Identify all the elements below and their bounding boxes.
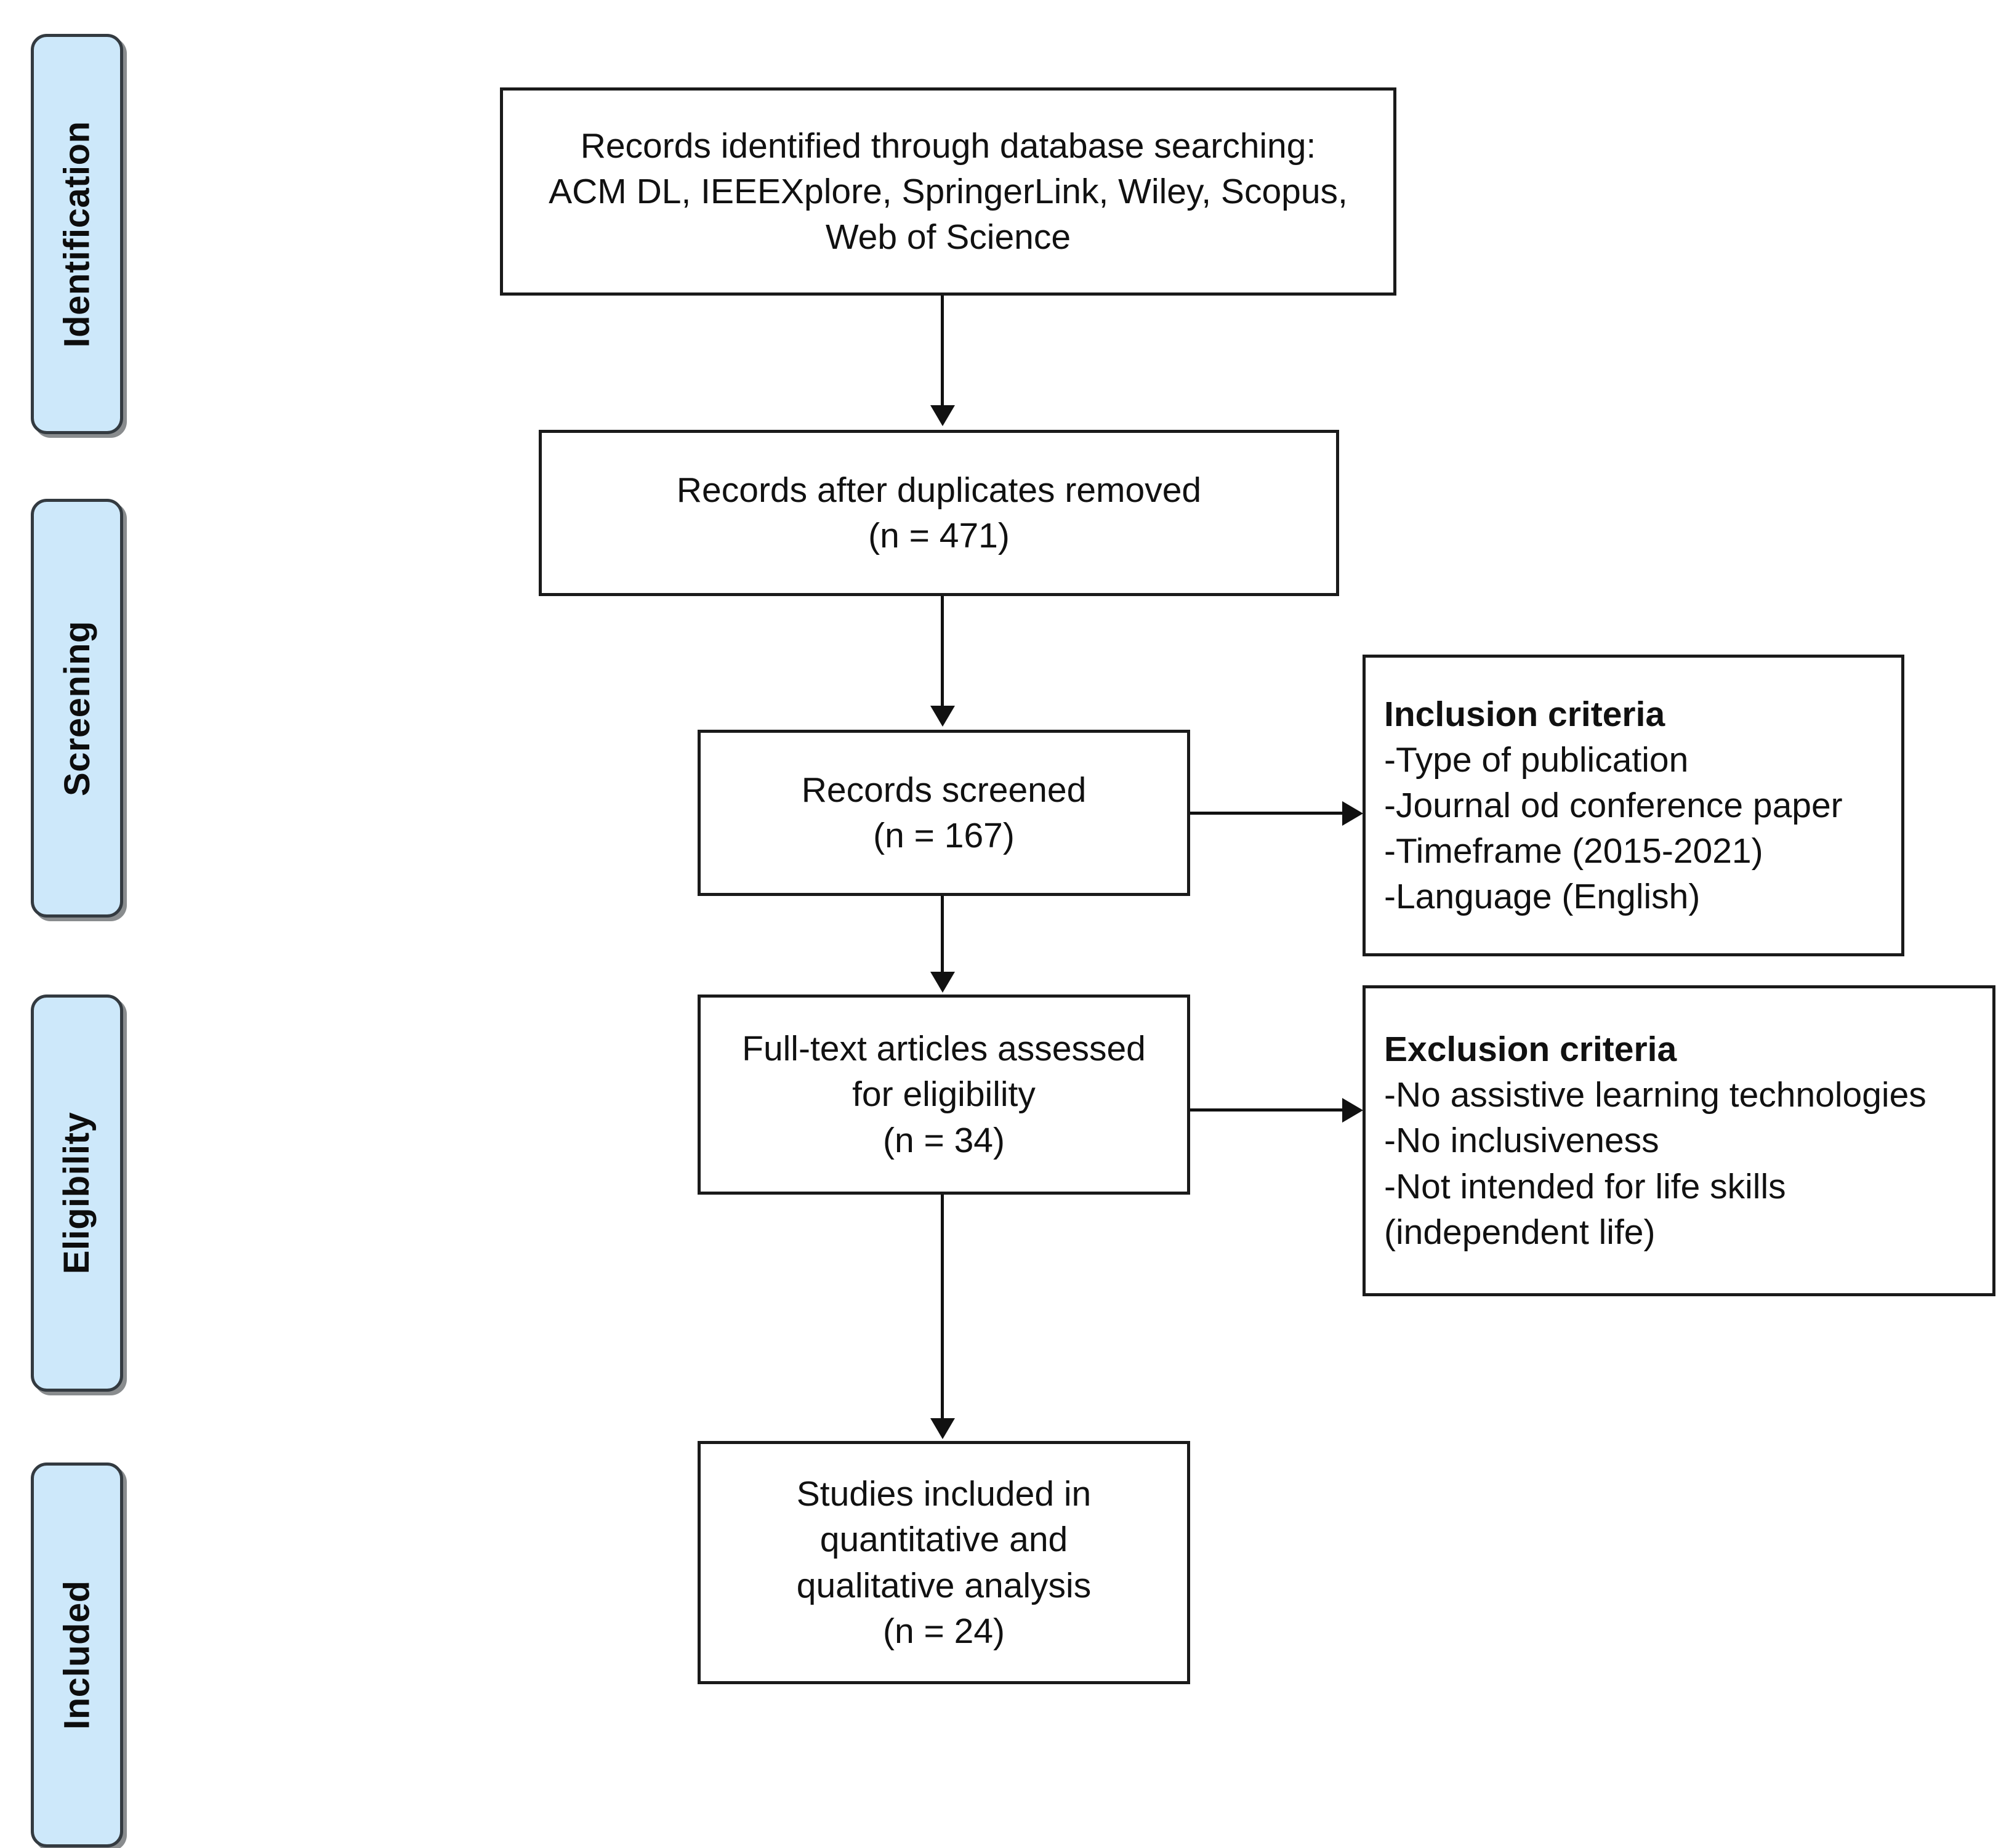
stage-label-eligibility-text: Eligibility	[57, 1112, 97, 1275]
inclusion-criteria-item-2: -Timeframe (2015-2021)	[1384, 831, 1763, 871]
connector-screened-to-inclusion	[1190, 812, 1344, 815]
box-duplicates-removed-text: Records after duplicates removed (n = 47…	[677, 467, 1201, 559]
stage-label-included: Included	[31, 1463, 123, 1847]
exclusion-criteria-item-1: -No inclusiveness	[1384, 1121, 1659, 1161]
arrowhead-fulltext-to-exclusion	[1342, 1098, 1363, 1123]
connector-fulltext-to-exclusion	[1190, 1108, 1344, 1112]
connector-fulltext-to-included	[941, 1195, 944, 1419]
stage-label-included-text: Included	[57, 1580, 97, 1730]
connector-screened-to-fulltext	[941, 896, 944, 973]
studies-included-line3: qualitative analysis	[796, 1565, 1092, 1605]
stage-label-eligibility: Eligibility	[31, 995, 123, 1392]
records-identified-line2: ACM DL, IEEEXplore, SpringerLink, Wiley,…	[549, 171, 1348, 211]
stage-label-screening: Screening	[31, 499, 123, 918]
exclusion-criteria-item-2: -Not intended for life skills	[1384, 1166, 1786, 1206]
exclusion-criteria-item-3: (independent life)	[1384, 1212, 1656, 1252]
inclusion-criteria-item-0: -Type of publication	[1384, 740, 1689, 780]
exclusion-criteria-title: Exclusion criteria	[1384, 1030, 1677, 1070]
fulltext-assessed-line1: Full-text articles assessed	[742, 1029, 1146, 1069]
records-screened-line1: Records screened	[801, 770, 1087, 810]
studies-included-line1: Studies included in	[796, 1474, 1092, 1514]
studies-included-line4: (n = 24)	[882, 1611, 1005, 1651]
box-studies-included-text: Studies included in quantitative and qua…	[797, 1471, 1092, 1653]
duplicates-removed-line1: Records after duplicates removed	[676, 470, 1202, 510]
stage-label-identification-text: Identification	[57, 121, 97, 347]
duplicates-removed-line2: (n = 471)	[868, 516, 1010, 555]
box-fulltext-assessed: Full-text articles assessed for eligibil…	[698, 995, 1190, 1195]
connector-duplicates-to-screened	[941, 596, 944, 707]
inclusion-criteria-item-1: -Journal od conference paper	[1384, 785, 1843, 825]
stage-label-identification: Identification	[31, 34, 123, 434]
box-studies-included: Studies included in quantitative and qua…	[698, 1441, 1190, 1684]
fulltext-assessed-line2: for eligibility	[852, 1075, 1036, 1115]
box-exclusion-criteria: Exclusion criteria -No assistive learnin…	[1363, 985, 1995, 1296]
box-fulltext-assessed-text: Full-text articles assessed for eligibil…	[742, 1026, 1146, 1163]
connector-identified-to-duplicates	[941, 296, 944, 406]
box-duplicates-removed: Records after duplicates removed (n = 47…	[539, 430, 1339, 596]
box-records-screened-text: Records screened (n = 167)	[802, 767, 1087, 858]
box-records-identified: Records identified through database sear…	[500, 87, 1396, 296]
arrowhead-duplicates-to-screened	[930, 706, 955, 727]
records-screened-line2: (n = 167)	[873, 816, 1015, 855]
inclusion-criteria-item-3: -Language (English)	[1384, 877, 1701, 917]
inclusion-criteria-title: Inclusion criteria	[1384, 694, 1665, 734]
arrowhead-screened-to-inclusion	[1342, 801, 1363, 826]
fulltext-assessed-line3: (n = 34)	[882, 1120, 1005, 1160]
box-inclusion-criteria-text: Inclusion criteria -Type of publication …	[1384, 692, 1843, 919]
stage-label-screening-text: Screening	[57, 620, 97, 796]
arrowhead-screened-to-fulltext	[930, 972, 955, 993]
arrowhead-identified-to-duplicates	[930, 405, 955, 426]
studies-included-line2: quantitative and	[819, 1520, 1068, 1560]
arrowhead-fulltext-to-included	[930, 1418, 955, 1439]
exclusion-criteria-item-0: -No assistive learning technologies	[1384, 1075, 1926, 1115]
box-records-screened: Records screened (n = 167)	[698, 730, 1190, 896]
box-exclusion-criteria-text: Exclusion criteria -No assistive learnin…	[1384, 1027, 1926, 1254]
records-identified-line1: Records identified through database sear…	[580, 126, 1316, 166]
records-identified-line3: Web of Science	[825, 217, 1071, 257]
box-records-identified-text: Records identified through database sear…	[549, 123, 1348, 260]
box-inclusion-criteria: Inclusion criteria -Type of publication …	[1363, 655, 1904, 956]
